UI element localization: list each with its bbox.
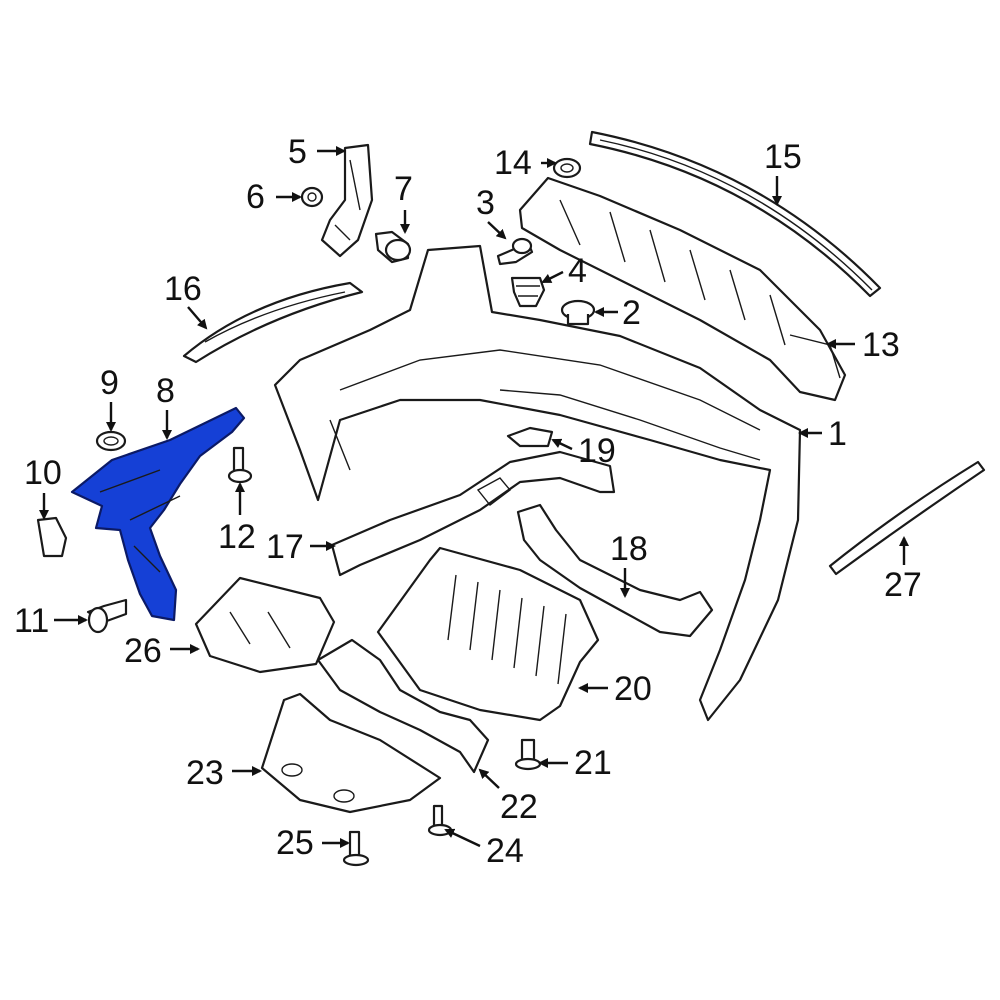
callout-4: 4	[568, 252, 587, 290]
callout-17: 17	[266, 528, 304, 566]
part-23-lower-panel[interactable]	[260, 692, 442, 814]
callout-12: 12	[218, 518, 256, 556]
part-13-energy-absorber[interactable]	[518, 176, 847, 402]
part-12-bolt[interactable]	[227, 446, 253, 484]
part-4-clip[interactable]	[510, 276, 546, 308]
callout-20: 20	[614, 670, 652, 708]
callout-15: 15	[764, 138, 802, 176]
part-5-bracket[interactable]	[320, 143, 374, 258]
callout-23: 23	[186, 754, 224, 792]
part-20-diffuser[interactable]	[376, 546, 600, 722]
part-14-washer[interactable]	[552, 157, 582, 179]
part-25-fastener[interactable]	[342, 830, 370, 867]
part-2-plug[interactable]	[560, 299, 596, 326]
callout-13: 13	[862, 326, 900, 364]
callout-19: 19	[578, 432, 616, 470]
part-26-shield[interactable]	[194, 576, 336, 674]
callout-27: 27	[884, 566, 922, 604]
callout-16: 16	[164, 270, 202, 308]
callout-26: 26	[124, 632, 162, 670]
part-22-mounting-bracket[interactable]	[316, 638, 490, 774]
part-16-trim-strip[interactable]	[182, 281, 364, 364]
callout-10: 10	[24, 454, 62, 492]
part-15-top-trim[interactable]	[588, 130, 882, 298]
part-8-side-bracket-highlighted[interactable]	[70, 406, 246, 622]
part-19-sensor-bracket[interactable]	[506, 426, 554, 448]
part-21-fastener[interactable]	[514, 738, 542, 771]
callout-24: 24	[486, 832, 524, 870]
part-3-push-pin[interactable]	[496, 237, 534, 266]
callout-8: 8	[156, 372, 175, 410]
callout-3: 3	[476, 184, 495, 222]
part-17-lower-trim[interactable]	[330, 450, 616, 577]
callout-labels: 1 2 3 4 5 6 7 8 9 10 11 12 13 14 15 16 1…	[14, 133, 922, 870]
callout-14: 14	[494, 144, 532, 182]
callout-11: 11	[14, 602, 49, 640]
callout-5: 5	[288, 133, 307, 171]
part-11-bolt[interactable]	[86, 598, 128, 634]
callout-1: 1	[828, 415, 847, 453]
part-27-right-trim[interactable]	[828, 460, 986, 576]
part-6-grommet[interactable]	[300, 186, 324, 208]
part-10-clip-nut[interactable]	[36, 516, 68, 558]
callout-21: 21	[574, 744, 612, 782]
callout-22: 22	[500, 788, 538, 826]
callout-18: 18	[610, 530, 648, 568]
callout-9: 9	[100, 364, 119, 402]
part-7-bolt[interactable]	[374, 230, 412, 264]
callout-7: 7	[394, 170, 413, 208]
part-18-bracket[interactable]	[516, 503, 714, 638]
part-1-bumper-cover[interactable]	[273, 244, 802, 722]
callout-6: 6	[246, 178, 265, 216]
part-9-grommet[interactable]	[95, 430, 127, 452]
callout-25: 25	[276, 824, 314, 862]
callout-2: 2	[622, 294, 641, 332]
leader-lines	[39, 146, 909, 848]
